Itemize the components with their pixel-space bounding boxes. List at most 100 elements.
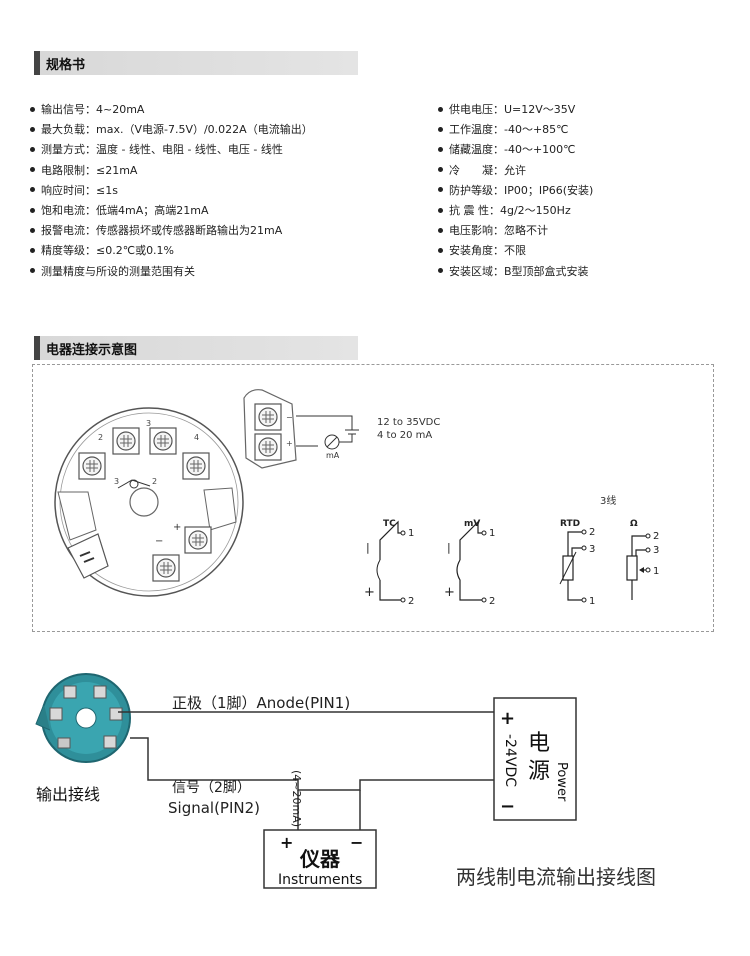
instrument-plus: +: [280, 833, 293, 852]
terminal-screw: [184, 526, 212, 554]
header-accent-bar: [34, 51, 40, 75]
spec-item: 电路限制：≤21mA: [30, 161, 313, 181]
transmitter-head-drawing: 2 3 4 3 2 + −: [54, 407, 244, 597]
supply-minus: −: [500, 796, 515, 817]
rtd-sensor-symbol: RTD 2 3 1: [559, 519, 595, 607]
tc-label: TC: [383, 519, 396, 529]
bullet-icon: [438, 126, 443, 132]
supply-range: 12 to 35VDC: [377, 417, 440, 428]
supply-voltage: -24VDC: [502, 734, 518, 787]
spec-item: 工作温度：-40～+85℃: [438, 120, 593, 140]
anode-label: 正极（1脚）Anode(PIN1): [172, 694, 350, 712]
three-wire-label: 3线: [600, 494, 616, 507]
bullet-icon: [30, 247, 35, 253]
bullet-icon: [30, 187, 35, 193]
instrument-box: + − 仪器 Instruments: [263, 829, 377, 889]
plus-sign: +: [173, 522, 181, 533]
terminal-screw: [149, 427, 177, 455]
spec-item: 精度等级：≤0.2℃或0.1%: [30, 241, 313, 261]
spec-item: 安装区域：B型顶部盒式安装: [438, 262, 593, 282]
bullet-icon: [438, 167, 443, 173]
mv-minus: |: [447, 541, 451, 554]
tc-plus: +: [364, 585, 375, 600]
pin-label: 3: [589, 544, 595, 555]
bullet-icon: [438, 247, 443, 253]
rtd-label: RTD: [560, 519, 580, 529]
header-accent-bar: [34, 336, 40, 360]
pin-label: 2: [589, 527, 595, 538]
bullet-icon: [30, 268, 35, 274]
spec-item: 电压影响：忽略不计: [438, 221, 593, 241]
pin-label: 2: [489, 596, 495, 607]
minus-sign: −: [155, 536, 163, 547]
terminal-number: 2: [98, 433, 103, 442]
ohm-sensor-symbol: Ω 2 3 1: [626, 519, 659, 600]
mv-sensor-symbol: mV | + 1 2: [444, 519, 495, 607]
terminal-plus: +: [286, 439, 293, 448]
instrument-cn: 仪器: [299, 847, 341, 871]
spec-list-left: 输出信号：4~20mA 最大负载：max.（V电源-7.5V）/0.022A（电…: [30, 100, 313, 282]
bullet-icon: [30, 167, 35, 173]
pin-label: 1: [589, 596, 595, 607]
spec-item: 供电电压：U=12V～35V: [438, 100, 593, 120]
side-terminal-block: − + mA 12 to 35VDC 4 to 20 mA: [243, 389, 440, 469]
spec-section-title: 规格书: [46, 58, 86, 73]
spec-item: 饱和电流：低端4mA；高端21mA: [30, 201, 313, 221]
ohm-label: Ω: [630, 519, 638, 529]
terminal-number: 3: [146, 419, 151, 428]
tc-minus: |: [366, 541, 370, 554]
terminal-number: 2: [152, 477, 157, 486]
wiring-section-header: 电器连接示意图: [34, 336, 358, 360]
wiring-diagram-box: [32, 364, 714, 632]
spec-item: 报警电流：传感器损坏或传感器断路输出为21mA: [30, 221, 313, 241]
spec-item: 测量精度与所设的测量范围有关: [30, 262, 313, 282]
spec-item: 安装角度：不限: [438, 241, 593, 261]
output-wiring-label: 输出接线: [36, 785, 100, 804]
meter-unit: mA: [326, 451, 340, 460]
bullet-icon: [438, 146, 443, 152]
terminal-minus: −: [286, 413, 293, 422]
bullet-icon: [438, 268, 443, 274]
bullet-icon: [438, 106, 443, 112]
signal-label-cn: 信号（2脚）: [172, 780, 251, 796]
bullet-icon: [438, 207, 443, 213]
spec-list-right: 供电电压：U=12V～35V 工作温度：-40～+85℃ 储藏温度：-40～+1…: [438, 100, 593, 282]
pin-label: 1: [653, 566, 659, 577]
terminal-number: 4: [194, 433, 199, 442]
transmitter-photo: [35, 673, 131, 763]
terminal-number: 3: [114, 477, 119, 486]
mv-plus: +: [444, 585, 455, 600]
spec-item: 防护等级：IP00；IP66(安装): [438, 181, 593, 201]
spec-item: 响应时间：≤1s: [30, 181, 313, 201]
current-range: 4 to 20 mA: [377, 430, 432, 441]
bullet-icon: [30, 227, 35, 233]
mv-label: mV: [464, 519, 480, 529]
instrument-minus: −: [350, 833, 363, 852]
terminal-screw: [78, 452, 106, 480]
spec-item: 最大负载：max.（V电源-7.5V）/0.022A（电流输出）: [30, 120, 313, 140]
bullet-icon: [30, 207, 35, 213]
bullet-icon: [30, 146, 35, 152]
supply-cn-2: 源: [528, 759, 550, 784]
pin-label: 2: [408, 596, 414, 607]
wiring-section-title: 电器连接示意图: [46, 343, 138, 358]
spec-item: 冷 凝：允许: [438, 161, 593, 181]
terminal-screw: [182, 452, 210, 480]
pin-label: 1: [489, 528, 495, 539]
current-note: (4~20mA): [290, 770, 303, 827]
spec-item: 输出信号：4~20mA: [30, 100, 313, 120]
spec-section-header: 规格书: [34, 51, 358, 75]
tc-sensor-symbol: TC | + 1 2: [364, 519, 414, 607]
terminal-screw: [112, 427, 140, 455]
supply-en: Power: [554, 762, 569, 802]
bullet-icon: [30, 126, 35, 132]
supply-plus: +: [500, 708, 515, 729]
two-wire-caption: 两线制电流输出接线图: [456, 865, 656, 889]
pin-label: 3: [653, 545, 659, 556]
spec-item: 抗 震 性：4g/2～150Hz: [438, 201, 593, 221]
spec-item: 测量方式：温度 - 线性、电阻 - 线性、电压 - 线性: [30, 140, 313, 160]
terminal-screw: [152, 554, 180, 582]
bullet-icon: [438, 227, 443, 233]
